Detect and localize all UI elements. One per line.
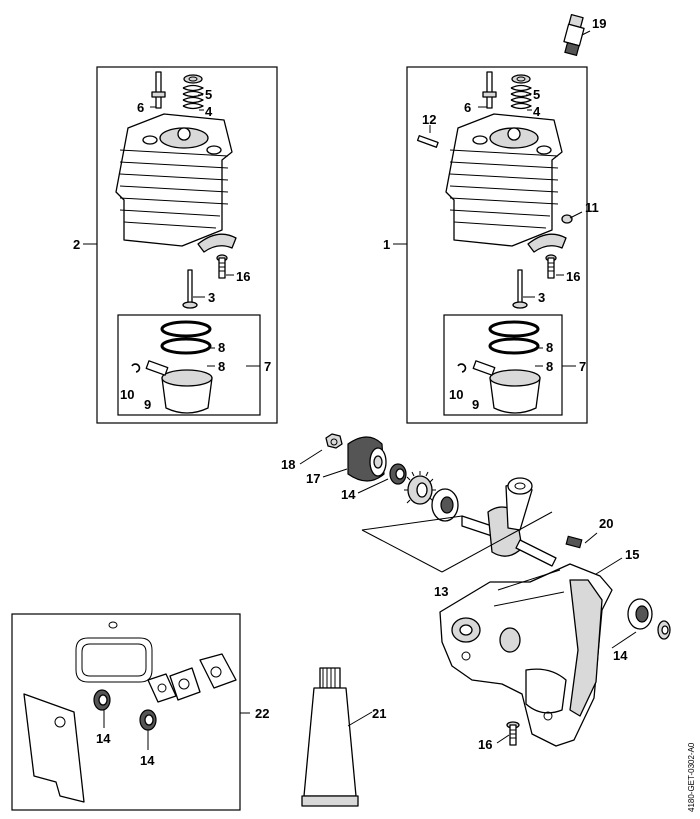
stud-part-3-right bbox=[512, 269, 528, 309]
piston-rings-right bbox=[488, 320, 540, 355]
callout-7-right: 7 bbox=[579, 359, 586, 374]
callout-16-bottom: 16 bbox=[478, 737, 492, 752]
cylinder-body-left bbox=[115, 113, 237, 253]
callout-2: 2 bbox=[73, 237, 80, 252]
callout-21: 21 bbox=[372, 706, 386, 721]
key-part-20 bbox=[565, 535, 583, 549]
callout-4-left: 4 bbox=[205, 104, 213, 119]
gasket-intake-1 bbox=[169, 667, 201, 701]
callout-3-left: 3 bbox=[208, 290, 215, 305]
screw-part-16-right bbox=[545, 254, 557, 279]
spark-plug-part-19 bbox=[563, 13, 585, 57]
group-frame-1 bbox=[406, 66, 588, 424]
gear bbox=[404, 471, 436, 505]
callout-6-right: 6 bbox=[464, 100, 471, 115]
callout-18: 18 bbox=[281, 457, 295, 472]
group-bracket-13 bbox=[361, 511, 553, 573]
callout-14-top: 14 bbox=[341, 487, 356, 502]
callout-10-right: 10 bbox=[449, 387, 463, 402]
callout-7-left: 7 bbox=[264, 359, 271, 374]
callout-14-gasket-b: 14 bbox=[140, 753, 155, 768]
callout-16-right: 16 bbox=[566, 269, 580, 284]
callout-20: 20 bbox=[599, 516, 613, 531]
gasket-intake-3 bbox=[199, 653, 237, 689]
piston-frame-right bbox=[443, 314, 563, 416]
callout-5-left: 5 bbox=[205, 87, 212, 102]
stud-part-3-left bbox=[182, 269, 198, 309]
callout-5-right: 5 bbox=[533, 87, 540, 102]
crankcase-part-15 bbox=[439, 563, 613, 747]
stud-part-6-left bbox=[151, 71, 166, 109]
bearing-main-left bbox=[431, 488, 459, 522]
flywheel-part-17 bbox=[347, 436, 387, 482]
cylinder-assembly-right bbox=[406, 66, 588, 424]
cylinder-assembly-left bbox=[96, 66, 278, 424]
callout-22: 22 bbox=[255, 706, 269, 721]
spring-part-4-right bbox=[510, 74, 532, 110]
callout-12: 12 bbox=[422, 112, 436, 127]
group-frame-22 bbox=[11, 613, 241, 811]
callout-8c: 8 bbox=[546, 340, 553, 355]
screw-part-16-left bbox=[216, 254, 228, 279]
seal-part-14-a bbox=[93, 689, 111, 711]
grease-tube-part-21 bbox=[301, 667, 359, 807]
callout-3-right: 3 bbox=[538, 290, 545, 305]
callout-13: 13 bbox=[434, 584, 448, 599]
bearing-part-14-right bbox=[627, 598, 671, 640]
callout-14-gasket-a: 14 bbox=[96, 731, 111, 746]
reference-code: 4180-GET-0302-A0 bbox=[687, 742, 696, 812]
cylinder-body-right bbox=[445, 113, 567, 253]
bearing-part-14-top bbox=[389, 463, 407, 485]
callout-1: 1 bbox=[383, 237, 390, 252]
callout-17: 17 bbox=[306, 471, 320, 486]
callout-19: 19 bbox=[592, 16, 606, 31]
callout-9-right: 9 bbox=[472, 397, 479, 412]
seal-part-14-b bbox=[139, 709, 157, 731]
callout-8b: 8 bbox=[218, 359, 225, 374]
callout-15: 15 bbox=[625, 547, 639, 562]
stud-part-6-right bbox=[482, 71, 497, 109]
callout-8a: 8 bbox=[218, 340, 225, 355]
callout-labels: 2 1 5 4 6 16 3 8 8 7 10 9 5 4 6 12 11 16… bbox=[73, 16, 639, 768]
leader-lines bbox=[83, 30, 637, 750]
washer-part-11 bbox=[561, 214, 573, 224]
spring-part-4-left bbox=[182, 74, 204, 110]
callout-8d: 8 bbox=[546, 359, 553, 374]
piston-rings-left bbox=[160, 320, 212, 355]
callout-4-right: 4 bbox=[533, 104, 541, 119]
piston-frame-left bbox=[117, 314, 261, 416]
callout-10-left: 10 bbox=[120, 387, 134, 402]
gasket-intake-2 bbox=[147, 673, 177, 703]
crankshaft bbox=[461, 477, 557, 567]
crank-assembly bbox=[325, 433, 671, 747]
callout-9-left: 9 bbox=[144, 397, 151, 412]
callout-11: 11 bbox=[585, 200, 599, 215]
gasket-plate bbox=[23, 693, 85, 803]
pin-part-12 bbox=[416, 135, 439, 148]
piston-left bbox=[131, 360, 213, 414]
callout-14-right: 14 bbox=[613, 648, 628, 663]
nut-part-18 bbox=[325, 433, 343, 449]
callout-6-left: 6 bbox=[137, 100, 144, 115]
gasket-set-group bbox=[11, 613, 241, 811]
screw-part-16-bottom bbox=[506, 721, 520, 746]
piston-right bbox=[457, 360, 541, 414]
gasket-head bbox=[75, 637, 153, 683]
callout-16-left: 16 bbox=[236, 269, 250, 284]
group-frame-2 bbox=[96, 66, 278, 424]
